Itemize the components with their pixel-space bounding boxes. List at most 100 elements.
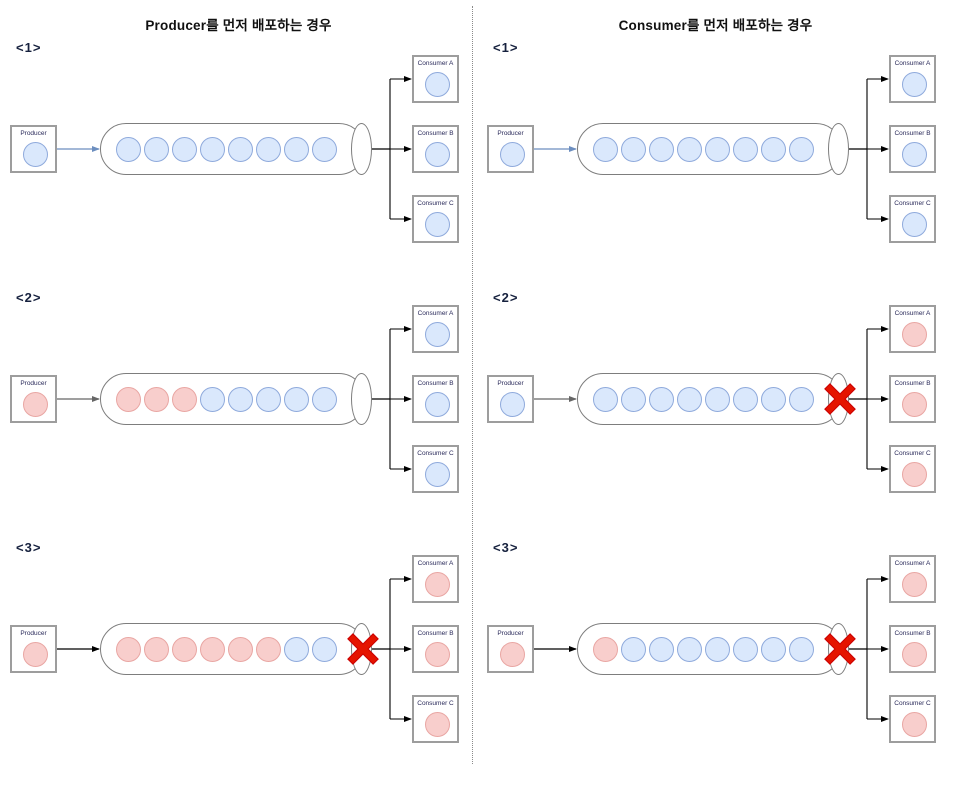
- consumer-node-b[interactable]: Consumer B: [412, 625, 459, 673]
- scenario-row: <3> Producer Consumer A Consumer B Consumer …: [477, 540, 954, 790]
- consumer-label: Consumer A: [417, 310, 454, 317]
- queue-message-dot: [705, 636, 730, 662]
- consumer-version-dot: [425, 572, 450, 597]
- panel-title: Consumer를 먼저 배포하는 경우: [618, 18, 813, 33]
- consumer-node-c[interactable]: Consumer C: [412, 695, 459, 743]
- queue-message-dot: [284, 136, 309, 162]
- queue-message-dot: [733, 636, 758, 662]
- consumer-version-dot: [902, 72, 927, 97]
- consumer-version-dot: [425, 72, 450, 97]
- queue-message-dot: [116, 386, 141, 412]
- consumer-node-b[interactable]: Consumer B: [412, 375, 459, 423]
- step-label: <3>: [493, 540, 519, 555]
- consumer-node-a[interactable]: Consumer A: [889, 55, 936, 103]
- producer-label: Producer: [20, 380, 47, 387]
- consumer-node-b[interactable]: Consumer B: [889, 625, 936, 673]
- consumer-node-b[interactable]: Consumer B: [889, 125, 936, 173]
- queue-end-cap: [828, 123, 849, 175]
- consumer-node-c[interactable]: Consumer C: [889, 445, 936, 493]
- queue-items: [116, 373, 337, 425]
- queue-message-dot: [228, 136, 253, 162]
- producer-node[interactable]: Producer: [487, 625, 534, 673]
- consumer-version-dot: [425, 462, 450, 487]
- consumer-version-dot: [425, 712, 450, 737]
- consumer-version-dot: [425, 642, 450, 667]
- queue-message-dot: [312, 636, 337, 662]
- consumer-node-c[interactable]: Consumer C: [889, 695, 936, 743]
- queue-message-dot: [172, 136, 197, 162]
- queue-message-dot: [649, 636, 674, 662]
- consumer-version-dot: [425, 142, 450, 167]
- queue-message-dot: [172, 386, 197, 412]
- producer-version-dot: [500, 642, 525, 667]
- step-label: <2>: [493, 290, 519, 305]
- consumer-label: Consumer B: [417, 130, 454, 137]
- consumer-version-dot: [902, 572, 927, 597]
- consumer-label: Consumer B: [894, 130, 931, 137]
- queue-message-dot: [593, 636, 618, 662]
- queue-message-dot: [200, 136, 225, 162]
- consumer-version-dot: [902, 462, 927, 487]
- consumer-node-c[interactable]: Consumer C: [412, 195, 459, 243]
- queue-message-dot: [284, 636, 309, 662]
- queue-message-dot: [256, 386, 281, 412]
- consumer-label: Consumer C: [894, 450, 931, 457]
- queue-message-dot: [733, 136, 758, 162]
- queue-message-dot: [761, 636, 786, 662]
- queue-message-dot: [621, 136, 646, 162]
- producer-version-dot: [500, 142, 525, 167]
- consumer-label: Consumer C: [417, 200, 454, 207]
- queue-message-dot: [789, 136, 814, 162]
- queue-message-dot: [228, 386, 253, 412]
- consumer-version-dot: [425, 322, 450, 347]
- consumer-label: Consumer A: [417, 60, 454, 67]
- consumer-label: Consumer B: [894, 380, 931, 387]
- producer-node[interactable]: Producer: [10, 375, 57, 423]
- queue-message-dot: [312, 386, 337, 412]
- queue-message-dot: [621, 386, 646, 412]
- producer-node[interactable]: Producer: [10, 625, 57, 673]
- queue-message-dot: [144, 386, 169, 412]
- consumer-node-c[interactable]: Consumer C: [889, 195, 936, 243]
- consumer-node-a[interactable]: Consumer A: [412, 305, 459, 353]
- step-label: <3>: [16, 540, 42, 555]
- queue-message-dot: [677, 386, 702, 412]
- queue-message-dot: [621, 636, 646, 662]
- producer-node[interactable]: Producer: [10, 125, 57, 173]
- consumer-node-a[interactable]: Consumer A: [412, 55, 459, 103]
- consumer-version-dot: [902, 212, 927, 237]
- consumer-node-a[interactable]: Consumer A: [889, 555, 936, 603]
- blocked-x-icon: [824, 383, 856, 415]
- queue-message-dot: [200, 386, 225, 412]
- consumer-node-b[interactable]: Consumer B: [889, 375, 936, 423]
- consumer-version-dot: [425, 392, 450, 417]
- producer-node[interactable]: Producer: [487, 375, 534, 423]
- queue-message-dot: [116, 636, 141, 662]
- consumer-node-c[interactable]: Consumer C: [412, 445, 459, 493]
- scenario-row: <3> Producer Consumer A Consumer B Consumer …: [0, 540, 477, 790]
- consumer-node-b[interactable]: Consumer B: [412, 125, 459, 173]
- queue-items: [593, 373, 814, 425]
- producer-node[interactable]: Producer: [487, 125, 534, 173]
- queue-message-dot: [228, 636, 253, 662]
- producer-version-dot: [23, 142, 48, 167]
- queue-message-dot: [256, 636, 281, 662]
- queue-message-dot: [144, 636, 169, 662]
- producer-label: Producer: [497, 630, 524, 637]
- consumer-node-a[interactable]: Consumer A: [412, 555, 459, 603]
- consumer-version-dot: [902, 392, 927, 417]
- consumer-node-a[interactable]: Consumer A: [889, 305, 936, 353]
- queue-message-dot: [649, 386, 674, 412]
- queue-message-dot: [761, 136, 786, 162]
- producer-label: Producer: [20, 630, 47, 637]
- queue-message-dot: [761, 386, 786, 412]
- queue-end-cap: [351, 123, 372, 175]
- queue-message-dot: [705, 386, 730, 412]
- producer-version-dot: [23, 392, 48, 417]
- producer-version-dot: [23, 642, 48, 667]
- queue-message-dot: [677, 136, 702, 162]
